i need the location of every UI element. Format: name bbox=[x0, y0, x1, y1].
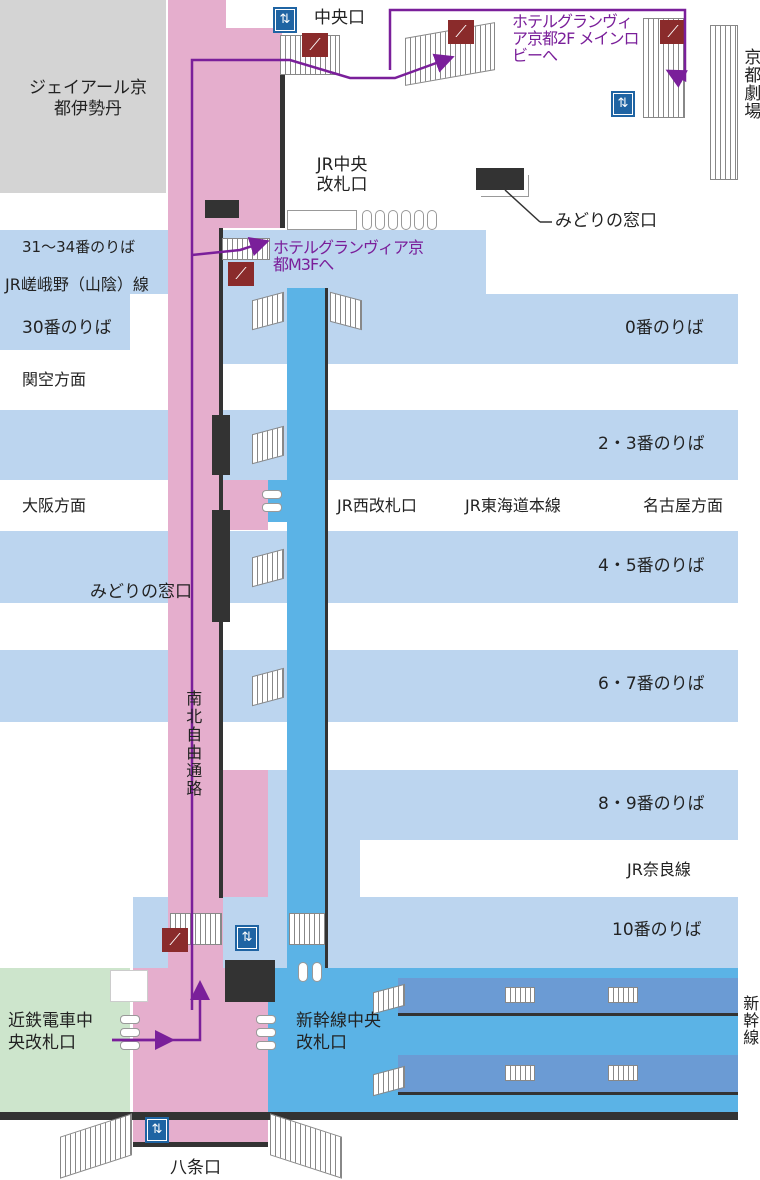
ticket-gate bbox=[312, 962, 322, 982]
escalator-icon: ⟋ bbox=[302, 33, 328, 57]
nara-line-label: JR奈良線 bbox=[627, 860, 691, 879]
kanku-dir-label: 関空方面 bbox=[22, 370, 87, 389]
midori-north-label: みどりの窓口 bbox=[555, 211, 657, 231]
ticket-gate bbox=[401, 210, 411, 230]
platform-2-3-label: 2・3番のりば bbox=[598, 434, 705, 454]
office-block bbox=[225, 960, 275, 1002]
shinkansen-track-2 bbox=[398, 1055, 738, 1095]
ticket-gate bbox=[298, 962, 308, 982]
platform-2-3 bbox=[0, 410, 738, 480]
platform-4-5 bbox=[0, 531, 738, 603]
shinkansen-label: 新幹線 bbox=[740, 995, 760, 1046]
ticket-gate bbox=[120, 1028, 140, 1037]
escalator-icon: ⟋ bbox=[448, 20, 474, 44]
tokaido-line-label: JR東海道本線 bbox=[465, 496, 561, 515]
elevator-icon: ⇅ bbox=[273, 7, 297, 33]
ticket-gate bbox=[375, 210, 385, 230]
platform-31-34-label: 31～34番のりば bbox=[22, 238, 136, 256]
shinkansen-track-1 bbox=[398, 978, 738, 1016]
midori-west-label: みどりの窓口 bbox=[90, 582, 192, 602]
hotel-2f-link[interactable]: ホテルグランヴィア京都2F メインロビーへ bbox=[512, 12, 639, 65]
platform-8-9 bbox=[268, 770, 738, 840]
ticket-gate bbox=[414, 210, 424, 230]
platform-30-label: 30番のりば bbox=[22, 318, 112, 338]
ticket-gate bbox=[256, 1028, 276, 1037]
stairs-shin3 bbox=[505, 987, 535, 1003]
kintetsu-gate-label: 近鉄電車中央改札口 bbox=[8, 1011, 93, 1054]
sagano-line-label: JR嵯峨野（山陰）線 bbox=[5, 275, 149, 294]
platform-8-9-label: 8・9番のりば bbox=[598, 794, 705, 814]
shinkansen-gate-label: 新幹線中央改札口 bbox=[296, 1011, 381, 1054]
platform-0-label: 0番のりば bbox=[625, 318, 704, 338]
ticket-gate bbox=[427, 210, 437, 230]
hachijo-exit-label: 八条口 bbox=[170, 1158, 221, 1178]
platform-6-7-label: 6・7番のりば bbox=[598, 674, 705, 694]
hotel-m3f-link[interactable]: ホテルグランヴィア京都M3Fへ bbox=[273, 238, 424, 274]
passage-label: 南北自由通路 bbox=[183, 690, 203, 798]
ticket-gate bbox=[256, 1015, 276, 1024]
platform-4-5-label: 4・5番のりば bbox=[598, 556, 705, 576]
midori-office-west bbox=[212, 510, 230, 622]
ticket-gate bbox=[262, 490, 282, 499]
kiosk bbox=[110, 970, 148, 1002]
ticket-gate bbox=[120, 1015, 140, 1024]
platform-10-label: 10番のりば bbox=[612, 920, 702, 940]
platform-30 bbox=[0, 294, 130, 350]
ticket-gate bbox=[256, 1041, 276, 1050]
midori-office-north bbox=[476, 168, 524, 190]
platform-10 bbox=[133, 897, 738, 969]
elevator-icon: ⇅ bbox=[235, 925, 259, 951]
central-exit-label: 中央口 bbox=[314, 8, 365, 28]
escalator-icon: ⟋ bbox=[660, 20, 686, 44]
ticket-gate bbox=[262, 503, 282, 512]
passage-top bbox=[168, 0, 282, 228]
south-wall bbox=[0, 1112, 738, 1120]
nagoya-dir-label: 名古屋方面 bbox=[643, 496, 724, 515]
isetan-building bbox=[0, 0, 166, 193]
osaka-dir-label: 大阪方面 bbox=[22, 496, 87, 515]
wall bbox=[325, 288, 328, 968]
stairs-shin5 bbox=[505, 1065, 535, 1081]
ticket-gate bbox=[362, 210, 372, 230]
platform-6-7 bbox=[0, 650, 738, 722]
ticket-gate bbox=[120, 1041, 140, 1050]
office-block bbox=[212, 415, 230, 475]
stairs-shin6 bbox=[608, 1065, 638, 1081]
kintetsu-area bbox=[0, 968, 130, 1112]
jr-west-concourse bbox=[287, 288, 325, 968]
gate-booth bbox=[287, 210, 357, 230]
passage-mid bbox=[168, 770, 268, 897]
elevator-icon: ⇅ bbox=[611, 91, 635, 117]
hachijo-floor bbox=[133, 1142, 268, 1147]
office-block bbox=[205, 200, 239, 218]
elevator-icon: ⇅ bbox=[145, 1117, 169, 1143]
stairs-p10b bbox=[289, 913, 325, 945]
jr-west-gate-label: JR西改札口 bbox=[337, 496, 417, 515]
jr-central-gate-label: JR中央改札口 bbox=[316, 155, 368, 196]
kyoto-theater-label: 京都劇場 bbox=[740, 48, 760, 120]
escalator-icon: ⟋ bbox=[162, 928, 188, 952]
north-plaza bbox=[226, 0, 282, 28]
stairs-shin4 bbox=[608, 987, 638, 1003]
theater-stairs bbox=[710, 25, 738, 180]
ticket-gate bbox=[388, 210, 398, 230]
escalator-icon: ⟋ bbox=[228, 262, 254, 286]
wall bbox=[280, 60, 285, 228]
isetan-label: ジェイアール京都伊勢丹 bbox=[29, 78, 147, 120]
